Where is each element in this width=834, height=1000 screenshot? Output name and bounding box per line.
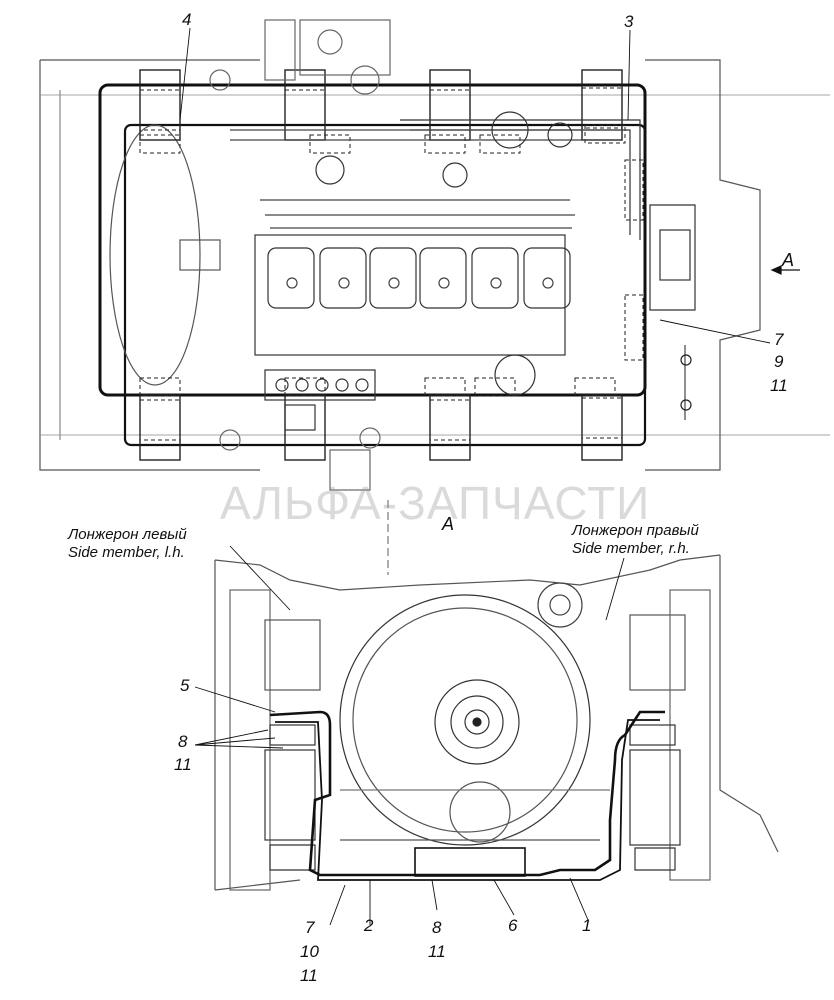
callout-11-bottom: 11 [300, 966, 318, 985]
callout-6: 6 [508, 916, 518, 935]
top-view-assembly [39, 19, 830, 491]
callout-10: 10 [300, 942, 319, 961]
callout-8-left: 8 [178, 732, 188, 751]
callout-11-left: 11 [174, 755, 192, 774]
callout-9: 9 [774, 352, 784, 371]
callout-1: 1 [582, 916, 592, 935]
callout-11: 11 [770, 376, 788, 395]
side-member-right-en: Side member, r.h. [572, 540, 690, 557]
callout-5: 5 [180, 676, 190, 695]
side-member-left-en: Side member, l.h. [68, 544, 185, 561]
side-member-right-ru: Лонжерон правый [572, 522, 699, 539]
watermark-text: АЛЬФА-ЗАПЧАСТИ [220, 477, 651, 529]
view-a-assembly [194, 500, 779, 926]
callout-11-center: 11 [428, 942, 446, 961]
callout-2: 2 [364, 916, 374, 935]
side-member-left-ru: Лонжерон левый [68, 526, 187, 543]
callout-3: 3 [624, 12, 634, 31]
view-arrow-label: A [782, 250, 795, 270]
callout-7: 7 [774, 330, 784, 349]
callout-7-bottom: 7 [305, 918, 315, 937]
callout-8-bottom: 8 [432, 918, 442, 937]
callout-4: 4 [182, 10, 192, 29]
section-label: A [442, 514, 455, 534]
